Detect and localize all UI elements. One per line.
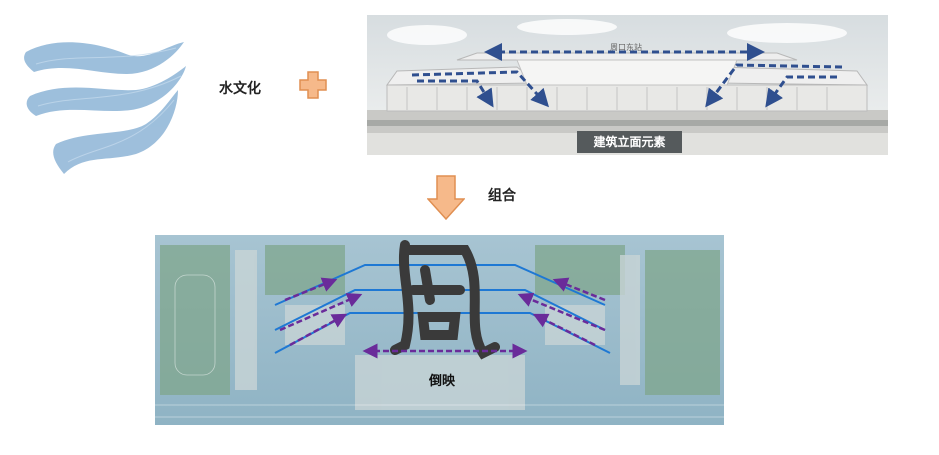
reflection-label: 倒映 <box>429 374 456 389</box>
water-culture-label: 水文化 <box>219 81 261 97</box>
site-plan-image: 倒映 <box>155 235 724 425</box>
building-facade-image: 周口东站 建筑立面元素 <box>367 15 888 155</box>
plus-icon <box>298 70 328 100</box>
combine-label: 组合 <box>488 188 516 204</box>
facade-caption: 建筑立面元素 <box>577 131 682 153</box>
down-arrow-icon <box>426 175 466 221</box>
station-name: 周口东站 <box>610 43 642 52</box>
water-culture-strokes <box>16 34 191 184</box>
